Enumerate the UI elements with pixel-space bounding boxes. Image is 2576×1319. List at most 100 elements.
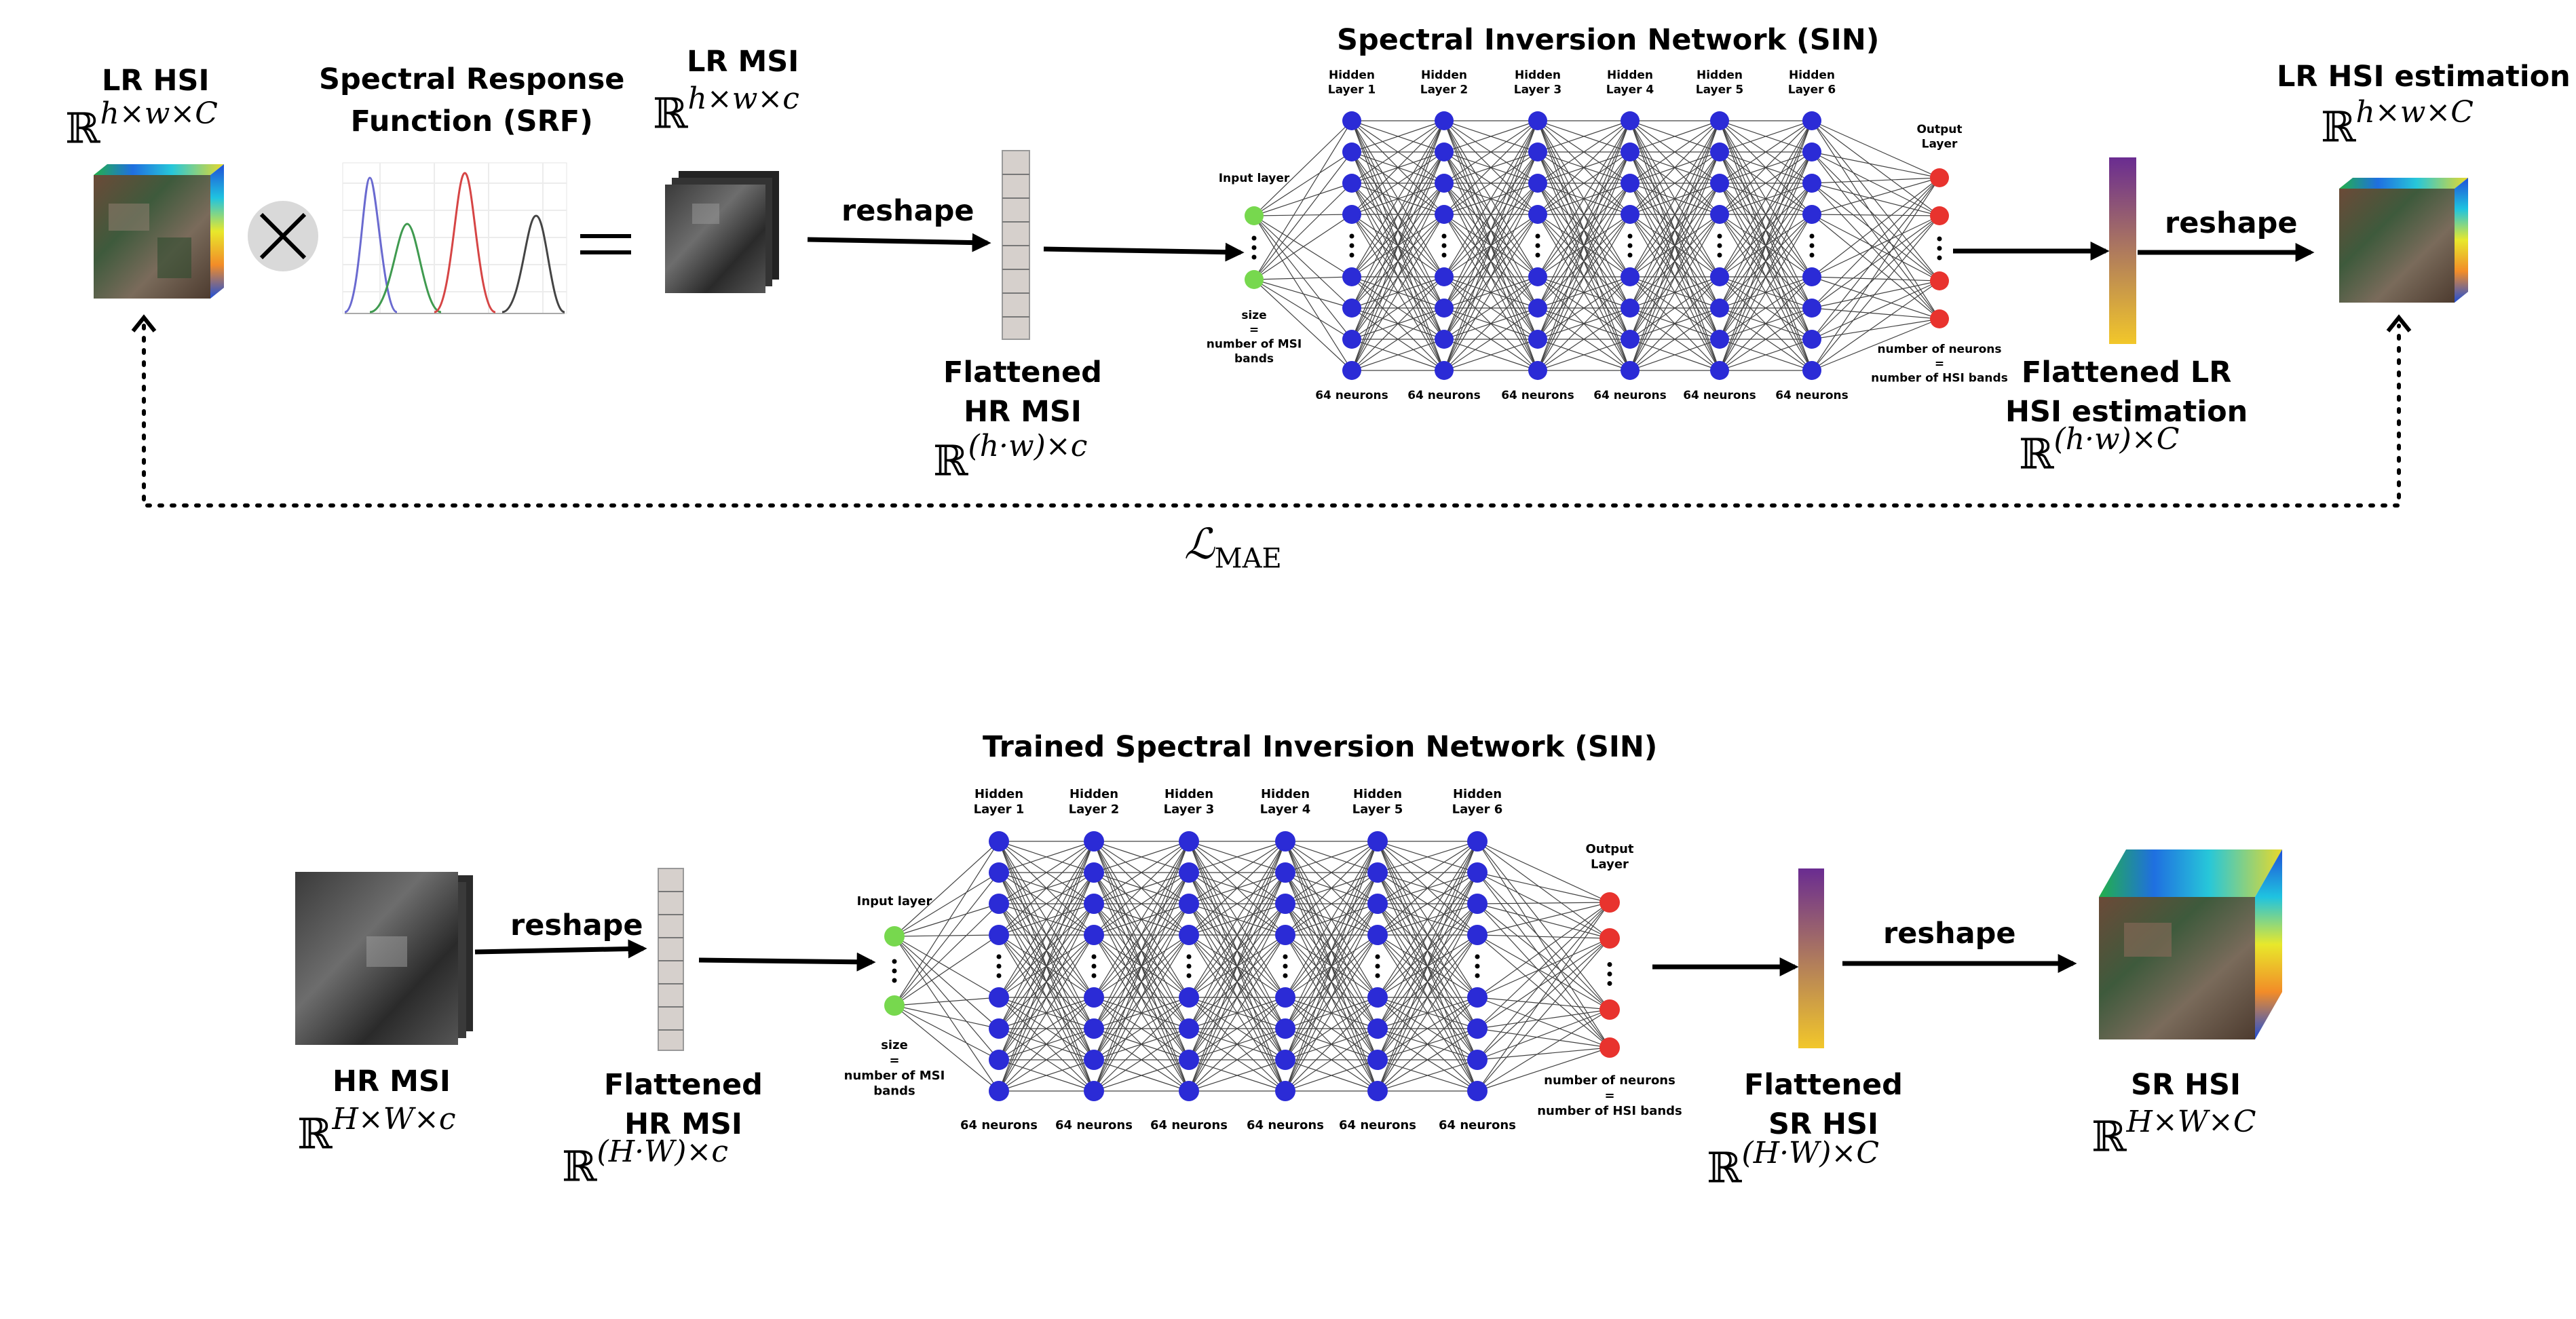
hidden-neuron	[1621, 299, 1640, 318]
math-bb: ℝ	[1707, 1143, 1742, 1193]
connection	[1811, 177, 1940, 309]
ellipsis-dot	[1607, 981, 1612, 986]
hidden-neuron	[1467, 1050, 1488, 1070]
hidden-neuron	[989, 894, 1009, 914]
ellipsis-dot	[1607, 972, 1612, 976]
ellipsis-dot	[1091, 973, 1097, 978]
flattened-sr-hsi-space: ℝ(H·W)×C	[1707, 1136, 1879, 1193]
hr-msi-space: ℝH×W×c	[297, 1102, 456, 1158]
ellipsis-dot	[996, 963, 1002, 969]
hidden-neuron	[1435, 299, 1454, 318]
input-neuron	[884, 995, 905, 1016]
hidden-neuron	[1710, 299, 1729, 318]
connection	[998, 872, 1095, 1092]
connection	[1285, 841, 1378, 1029]
hidden-neuron	[1275, 925, 1295, 945]
connection	[1477, 1047, 1610, 1092]
connection	[1811, 276, 1940, 282]
connection	[1351, 339, 1445, 371]
ellipsis-dot	[1475, 954, 1480, 959]
lr-hsi-estimation-cube	[2339, 178, 2468, 303]
output-neuron	[1599, 999, 1620, 1020]
hidden-neuron	[1435, 267, 1454, 286]
hidden-neuron	[1179, 987, 1199, 1008]
connection	[1537, 120, 1631, 153]
neuron-count-label: 64 neurons	[1055, 1118, 1133, 1132]
ellipsis-dot	[1251, 245, 1257, 250]
connection	[1377, 1028, 1478, 1092]
connection	[1285, 841, 1378, 1060]
hidden-neuron	[1528, 299, 1547, 318]
neuron-count-label: 64 neurons	[1150, 1118, 1228, 1132]
hidden-neuron	[1342, 142, 1361, 161]
neuron-count-label: 64 neurons	[1407, 389, 1481, 402]
connection	[1188, 841, 1286, 936]
math-sup: h×w×C	[100, 96, 218, 131]
lr-msi-title: LR MSI	[687, 45, 799, 79]
connection	[1719, 276, 1813, 371]
ellipsis-dot	[1535, 252, 1540, 258]
connection	[1537, 120, 1631, 184]
connection	[1188, 1059, 1286, 1092]
input-neuron	[884, 926, 905, 947]
hidden-neuron	[1802, 330, 1821, 349]
connection	[1477, 997, 1610, 1010]
connection	[1285, 841, 1378, 936]
connection	[1443, 214, 1538, 371]
connection	[1811, 214, 1940, 216]
connection	[1443, 120, 1538, 153]
connection	[894, 936, 1000, 1029]
connection	[1719, 214, 1813, 371]
connection	[1188, 841, 1286, 1029]
connection	[1253, 215, 1352, 278]
connection	[1351, 276, 1445, 371]
hr-msi-stack	[295, 872, 473, 1045]
neuron-count-label: 64 neurons	[1339, 1118, 1416, 1132]
hidden-neuron	[1367, 1018, 1388, 1039]
hidden-neuron	[1435, 330, 1454, 349]
connection	[1443, 307, 1538, 371]
srf-title-line1: Spectral Response	[319, 62, 625, 96]
hidden-neuron	[1179, 925, 1199, 945]
hidden-neuron	[1342, 267, 1361, 286]
connection	[894, 841, 1000, 1006]
connection	[1253, 183, 1352, 280]
connection	[1253, 151, 1352, 280]
output-neuron	[1930, 206, 1949, 225]
connection	[1093, 841, 1190, 1029]
hidden-neuron	[1275, 987, 1295, 1008]
connection	[998, 1028, 1095, 1092]
hidden-neuron	[1342, 205, 1361, 224]
output-neuron	[1930, 271, 1949, 290]
multiply-icon	[248, 201, 318, 271]
hidden-neuron	[1528, 267, 1547, 286]
ellipsis-dot	[1717, 243, 1722, 248]
hidden-neuron	[1275, 1081, 1295, 1101]
ellipsis-dot	[1937, 246, 1942, 251]
hidden-neuron	[1528, 111, 1547, 130]
flattened-hsi-label: Flattened LR HSI estimation	[2005, 353, 2248, 432]
connection	[1811, 177, 1940, 278]
connection	[1477, 872, 1610, 1010]
hidden-neuron	[1275, 1018, 1295, 1039]
hidden-neuron	[1084, 894, 1104, 914]
connection	[1477, 902, 1610, 904]
connection	[1477, 902, 1610, 1092]
math-bb: ℝ	[653, 88, 688, 138]
connection	[998, 903, 1095, 1092]
math-sup: (h·w)×c	[968, 429, 1088, 463]
hidden-neuron	[989, 987, 1009, 1008]
connection	[1477, 934, 1610, 1048]
flattened-msi-line1: Flattened	[943, 356, 1102, 389]
ellipsis-dot	[1349, 243, 1355, 248]
connection	[1377, 841, 1478, 1029]
connection	[1719, 120, 1813, 309]
connection	[894, 872, 1000, 937]
math-sup: h×w×c	[687, 81, 799, 116]
connection	[998, 1059, 1095, 1092]
reshape-label: reshape	[510, 909, 643, 942]
connection	[1188, 1028, 1286, 1092]
